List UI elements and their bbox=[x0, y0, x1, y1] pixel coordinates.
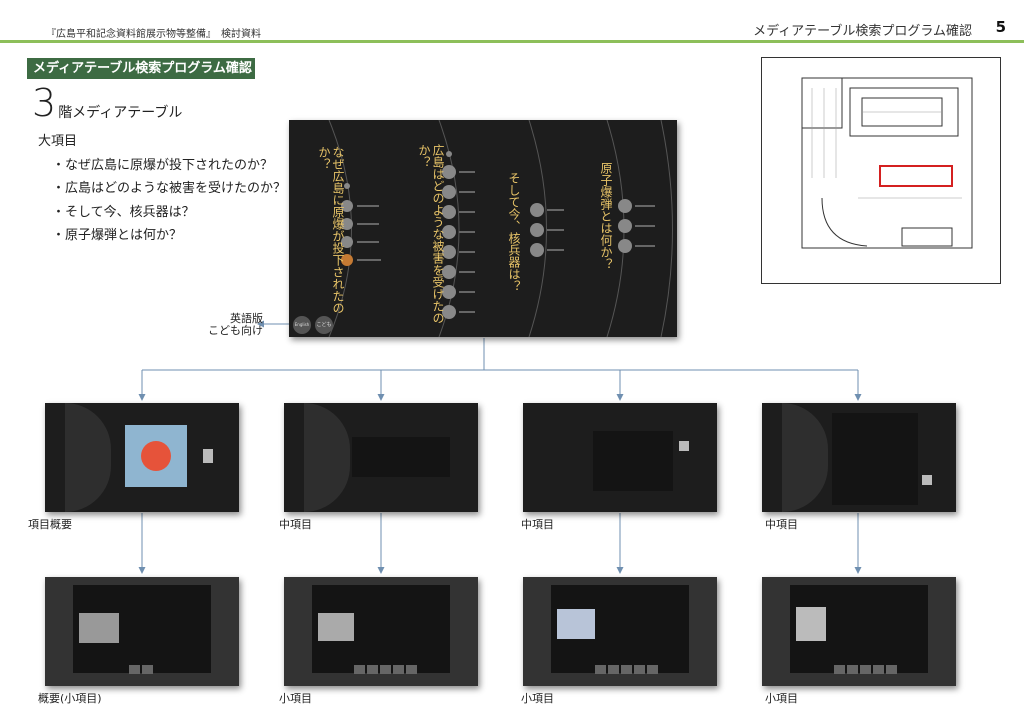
sub-item-screen bbox=[284, 577, 478, 686]
caption-overview: 項目概要 bbox=[28, 518, 72, 531]
sub-item-screen bbox=[523, 577, 717, 686]
document-title: 『広島平和記念資料館展示物等整備』 検討資料 bbox=[46, 29, 261, 40]
thumbnail-strip[interactable] bbox=[354, 659, 419, 678]
side-menu bbox=[65, 403, 111, 512]
thumbnail bbox=[922, 475, 932, 485]
floor-number: 3 bbox=[32, 81, 57, 125]
sub-item-screen bbox=[762, 577, 956, 686]
floor-plan bbox=[761, 57, 1001, 284]
media-table-highlight bbox=[879, 165, 953, 187]
floor-label: 階メディアテーブル bbox=[58, 105, 183, 121]
thumbnail-strip[interactable] bbox=[129, 659, 155, 678]
side-menu bbox=[304, 403, 350, 512]
category-list: 大項目 ・なぜ広島に原爆が投下されたのか？ ・広島はどのような被害を受けたのか？… bbox=[38, 130, 286, 248]
photo bbox=[79, 613, 119, 643]
side-menu bbox=[782, 403, 828, 512]
kids-button[interactable]: こども bbox=[315, 316, 333, 334]
section-badge: メディアテーブル検索プログラム確認 bbox=[27, 58, 255, 79]
header-divider bbox=[0, 40, 1024, 43]
menu-title-atomic-bomb[interactable]: 原子爆弾とは何か？ bbox=[599, 162, 613, 270]
photo bbox=[796, 607, 826, 641]
text-panel bbox=[593, 431, 673, 491]
text-panel bbox=[832, 413, 918, 505]
menu-title-nuclear-now[interactable]: そして今、核兵器は？ bbox=[507, 172, 521, 292]
thumbnail bbox=[679, 441, 689, 451]
floor-plan-drawing bbox=[801, 77, 973, 249]
caption-mid-item: 中項目 bbox=[521, 518, 554, 531]
caption-sub-overview: 概要(小項目) bbox=[38, 692, 102, 705]
language-note-english: 英語版 bbox=[230, 312, 263, 325]
caption-sub-item: 小項目 bbox=[521, 692, 554, 705]
category-item: ・そして今、核兵器は？ bbox=[52, 204, 195, 220]
menu-arcs bbox=[328, 120, 673, 337]
thumbnail-strip[interactable] bbox=[834, 659, 899, 678]
caption-mid-item: 中項目 bbox=[765, 518, 798, 531]
main-table-screen: なぜ広島に原爆が投下されたのか？ 広島はどのような被害を受けたのか？ そして今、… bbox=[289, 120, 677, 337]
section-title: メディアテーブル検索プログラム確認 bbox=[753, 24, 972, 39]
sub-item-screen bbox=[45, 577, 239, 686]
mid-item-screen bbox=[523, 403, 717, 512]
thumbnail bbox=[203, 449, 213, 463]
language-note: 英語版 こども向け bbox=[208, 313, 263, 337]
menu-title-why-hiroshima[interactable]: なぜ広島に原爆が投下されたのか？ bbox=[317, 146, 345, 314]
category-item: ・広島はどのような被害を受けたのか？ bbox=[52, 181, 287, 196]
category-item: ・原子爆弾とは何か？ bbox=[52, 228, 183, 243]
mid-item-screen bbox=[284, 403, 478, 512]
menu-title-damage[interactable]: 広島はどのような被害を受けたのか？ bbox=[417, 144, 445, 324]
text-panel bbox=[352, 437, 450, 477]
category-item: ・なぜ広島に原爆が投下されたのか？ bbox=[52, 157, 274, 173]
language-note-kids: こども向け bbox=[208, 324, 263, 337]
overview-screen bbox=[45, 403, 239, 512]
caption-sub-item: 小項目 bbox=[765, 692, 798, 705]
blast-circle bbox=[141, 441, 171, 471]
caption-sub-item: 小項目 bbox=[279, 692, 312, 705]
photo bbox=[557, 609, 595, 639]
thumbnail-strip[interactable] bbox=[595, 659, 660, 678]
caption-mid-item: 中項目 bbox=[279, 518, 312, 531]
page-number: 5 bbox=[995, 18, 1006, 36]
mid-item-screen bbox=[762, 403, 956, 512]
photo bbox=[318, 613, 354, 641]
category-heading: 大項目 bbox=[38, 134, 78, 149]
english-button[interactable]: English bbox=[293, 316, 311, 334]
